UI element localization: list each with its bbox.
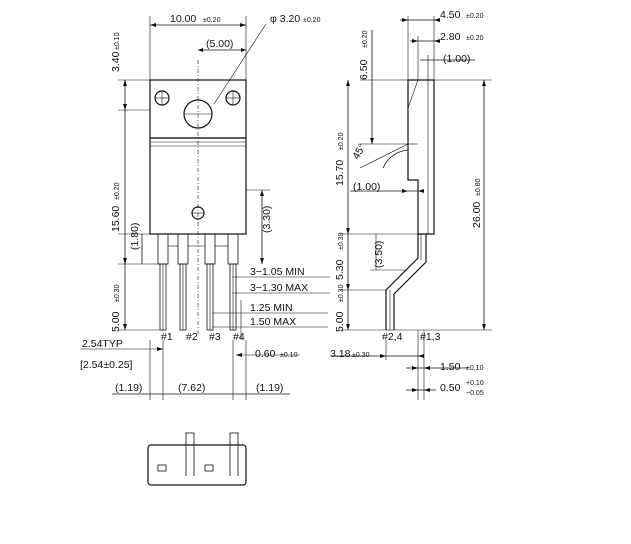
tab-height-tol: ±0.10	[114, 32, 121, 50]
tab-height-label: 3.40	[110, 51, 122, 72]
lead-frames	[157, 233, 239, 331]
side-offset-tol: ±0.30	[352, 352, 370, 359]
side-h4-label: 5.00	[334, 311, 346, 332]
side-h2-label: 15.70	[334, 160, 346, 186]
side-pin-b-label: #1,3	[420, 331, 441, 343]
side-w1-label: 4.50	[440, 9, 461, 21]
side-h1-tol: ±0.20	[362, 30, 369, 48]
pitch-tol-label: [2.54±0.25]	[80, 359, 133, 371]
side-view: 4.50 ±0.20 2.80 ±0.20 (1.00) 6.50 ±0.20	[330, 9, 492, 400]
span-left-label: (1.19)	[115, 382, 142, 394]
side-w5-tol-plus: +0.10	[466, 380, 484, 387]
lead-thickness-tol: ±0.10	[280, 352, 298, 359]
side-h1-label: 6.50	[358, 59, 370, 80]
side-lead-outline	[385, 234, 427, 330]
span-right-label: (1.19)	[256, 382, 283, 394]
side-h2-tol: ±0.20	[338, 132, 345, 150]
ref-330-label: (3.30)	[261, 206, 273, 233]
pitch-label: 2.54TYP	[82, 338, 123, 350]
pin-3-label: #3	[209, 331, 221, 343]
lead-length-tol: ±0.30	[114, 284, 121, 302]
side-ref350-label: (3.50)	[373, 241, 385, 268]
body-height-tol: ±0.20	[114, 182, 121, 200]
side-w4-tol: ±0.10	[466, 365, 484, 372]
lead-tip-min: 1.25 MIN	[250, 302, 293, 314]
side-w1-tol: ±0.20	[466, 13, 484, 20]
side-w2-tol: ±0.20	[466, 35, 484, 42]
side-w4-label: 1.50	[440, 361, 461, 373]
side-h3-tol: ±0.30	[338, 232, 345, 250]
side-total-tol: ±0.80	[475, 178, 482, 196]
side-w3-label: (1.00)	[443, 53, 470, 65]
hole-dia-tol: ±0.20	[303, 17, 321, 24]
side-w2-label: 2.80	[440, 31, 461, 43]
bottom-view	[147, 432, 247, 486]
front-view: 10.00 ±0.20 φ 3.20 ±0.20 (5.00) 3.40 ±0.…	[80, 13, 330, 400]
side-h3-label: 5.30	[334, 259, 346, 280]
body-height-label: 15.60	[110, 206, 122, 232]
side-h4-tol: ±0.30	[338, 284, 345, 302]
front-width-label: 10.00	[170, 13, 196, 25]
lead-tip-max: 1.50 MAX	[250, 316, 296, 328]
pin-2-label: #2	[186, 331, 198, 343]
pin-4-label: #4	[233, 331, 245, 343]
span-mid-label: (7.62)	[178, 382, 205, 394]
side-body-outline	[407, 79, 435, 235]
side-offset-label: 3.18	[330, 348, 351, 360]
lead-width-max: 3−1.30 MAX	[250, 282, 308, 294]
lead-length-label: 5.00	[110, 311, 122, 332]
hole-offset-label: (5.00)	[206, 38, 233, 50]
side-pin-a-label: #2,4	[382, 331, 403, 343]
lead-width-min: 3−1.05 MIN	[250, 266, 305, 278]
side-angle-label: 45°	[350, 142, 368, 162]
side-total-label: 26.00	[471, 202, 483, 228]
hole-dia-label: φ 3.20	[270, 13, 300, 25]
side-w5-tol-minus: −0.05	[466, 390, 484, 397]
lead-thickness-label: 0.60	[255, 348, 276, 360]
pin-1-label: #1	[161, 331, 173, 343]
side-ref100-label: (1.00)	[353, 181, 380, 193]
side-w5-label: 0.50	[440, 382, 461, 394]
ref-180-label: (1.80)	[129, 223, 141, 250]
front-width-tol: ±0.20	[203, 17, 221, 24]
